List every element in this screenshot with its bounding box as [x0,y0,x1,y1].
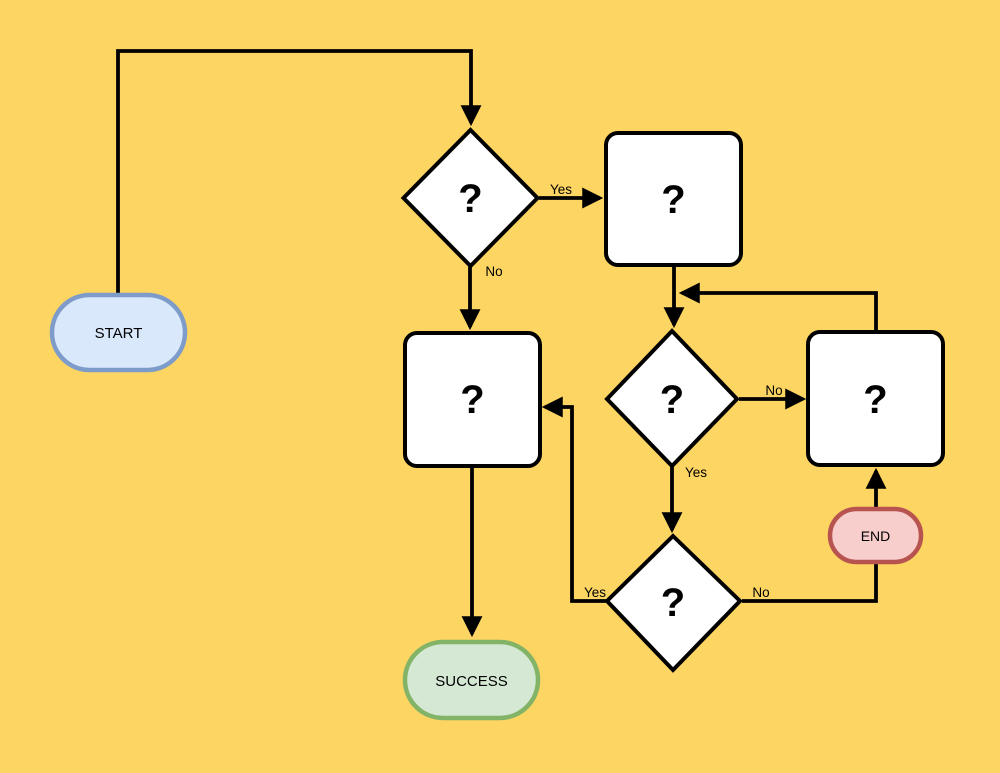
end-terminator-shape[interactable] [827,506,924,565]
edge-start-to-decision-top [116,49,482,294]
process-top-right-label: ? [661,178,685,222]
process-top-right-shape[interactable] [604,131,743,267]
edge-label-decision-top-no: No [485,264,502,279]
process-middle-label: ? [460,378,484,422]
decision-top-label: ? [458,177,482,221]
decision-right-diamond-shape[interactable] [604,328,740,469]
edge-decision-bottom-no [742,563,878,603]
node-decision-right[interactable]: ? [604,328,740,469]
decision-right-label: ? [660,378,684,422]
decision-top-diamond-shape[interactable] [400,127,541,269]
start-label: START [95,325,143,342]
edge-label-decision-bottom-no: No [752,585,769,600]
decision-bottom-diamond-shape[interactable] [604,533,743,673]
node-process-top-right[interactable]: ? [604,131,743,267]
edge-decision-bottom-yes [541,396,606,603]
node-decision-top[interactable]: ? [400,127,541,269]
end-label: END [861,528,891,544]
node-start[interactable]: START [49,292,188,373]
success-terminator-shape[interactable] [402,639,541,721]
node-decision-bottom[interactable]: ? [604,533,743,673]
start-terminator-shape[interactable] [49,292,188,373]
edge-label-decision-bottom-yes: Yes [584,585,606,600]
edge-label-decision-right-yes: Yes [685,465,707,480]
node-process-middle[interactable]: ? [403,331,542,468]
process-far-right-label: ? [863,378,887,422]
edge-labels: Yes No No Yes Yes No [485,182,782,600]
process-middle-shape[interactable] [403,331,542,468]
process-far-right-shape[interactable] [806,330,945,467]
edge-label-decision-right-no: No [765,383,782,398]
edge-label-decision-top-yes: Yes [550,182,572,197]
decision-bottom-label: ? [661,581,685,625]
success-label: SUCCESS [435,673,508,690]
node-end[interactable]: END [827,506,924,565]
node-process-far-right[interactable]: ? [806,330,945,467]
node-success[interactable]: SUCCESS [402,639,541,721]
edges [116,49,887,638]
edge-process-far-right-loopback [678,282,878,331]
